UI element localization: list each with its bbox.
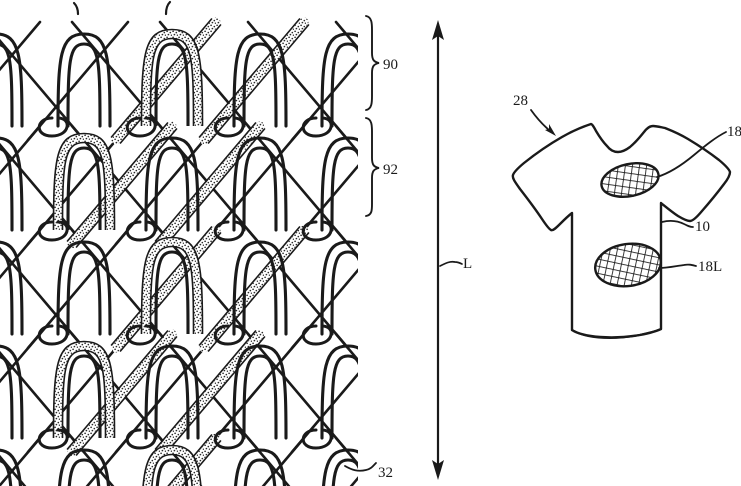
interlooping-nodes — [37, 116, 333, 450]
length-label-L: L — [463, 256, 472, 272]
lower-patch — [593, 242, 663, 288]
ref-32-callout: 32 — [344, 462, 393, 481]
brace-92-label: 92 — [383, 162, 398, 178]
knit-course-2 — [0, 132, 358, 232]
brace-90: 90 — [365, 15, 398, 111]
shirt-outline — [511, 122, 732, 339]
brace-group: 90 92 — [365, 15, 398, 217]
knit-course-4 — [0, 340, 358, 440]
callout-18: 18 — [656, 124, 741, 178]
arrow-head-down — [432, 460, 444, 480]
callout-18L: 18L — [658, 259, 722, 275]
garment-figure: 18 10 18L 28 — [511, 93, 741, 340]
callout-28: 28 — [513, 93, 556, 136]
callout-28-arrowhead — [545, 124, 556, 136]
upper-patch — [600, 162, 660, 198]
knit-course-3 — [0, 236, 358, 336]
knit-course-5 — [0, 444, 358, 486]
brace-92: 92 — [365, 117, 398, 217]
length-dimension-arrow: L — [432, 20, 472, 480]
callout-18-label: 18 — [727, 124, 741, 140]
callout-18L-label: 18L — [698, 259, 722, 275]
knit-course-1 — [0, 28, 358, 128]
yarn-tail — [72, 0, 172, 16]
brace-90-label: 90 — [383, 57, 398, 73]
callout-10: 10 — [661, 219, 710, 235]
ref-32-label: 32 — [378, 465, 393, 481]
callout-28-label: 28 — [513, 93, 528, 109]
callout-10-label: 10 — [695, 219, 710, 235]
arrow-head-up — [432, 20, 444, 40]
warp-knit-fabric — [0, 0, 358, 486]
